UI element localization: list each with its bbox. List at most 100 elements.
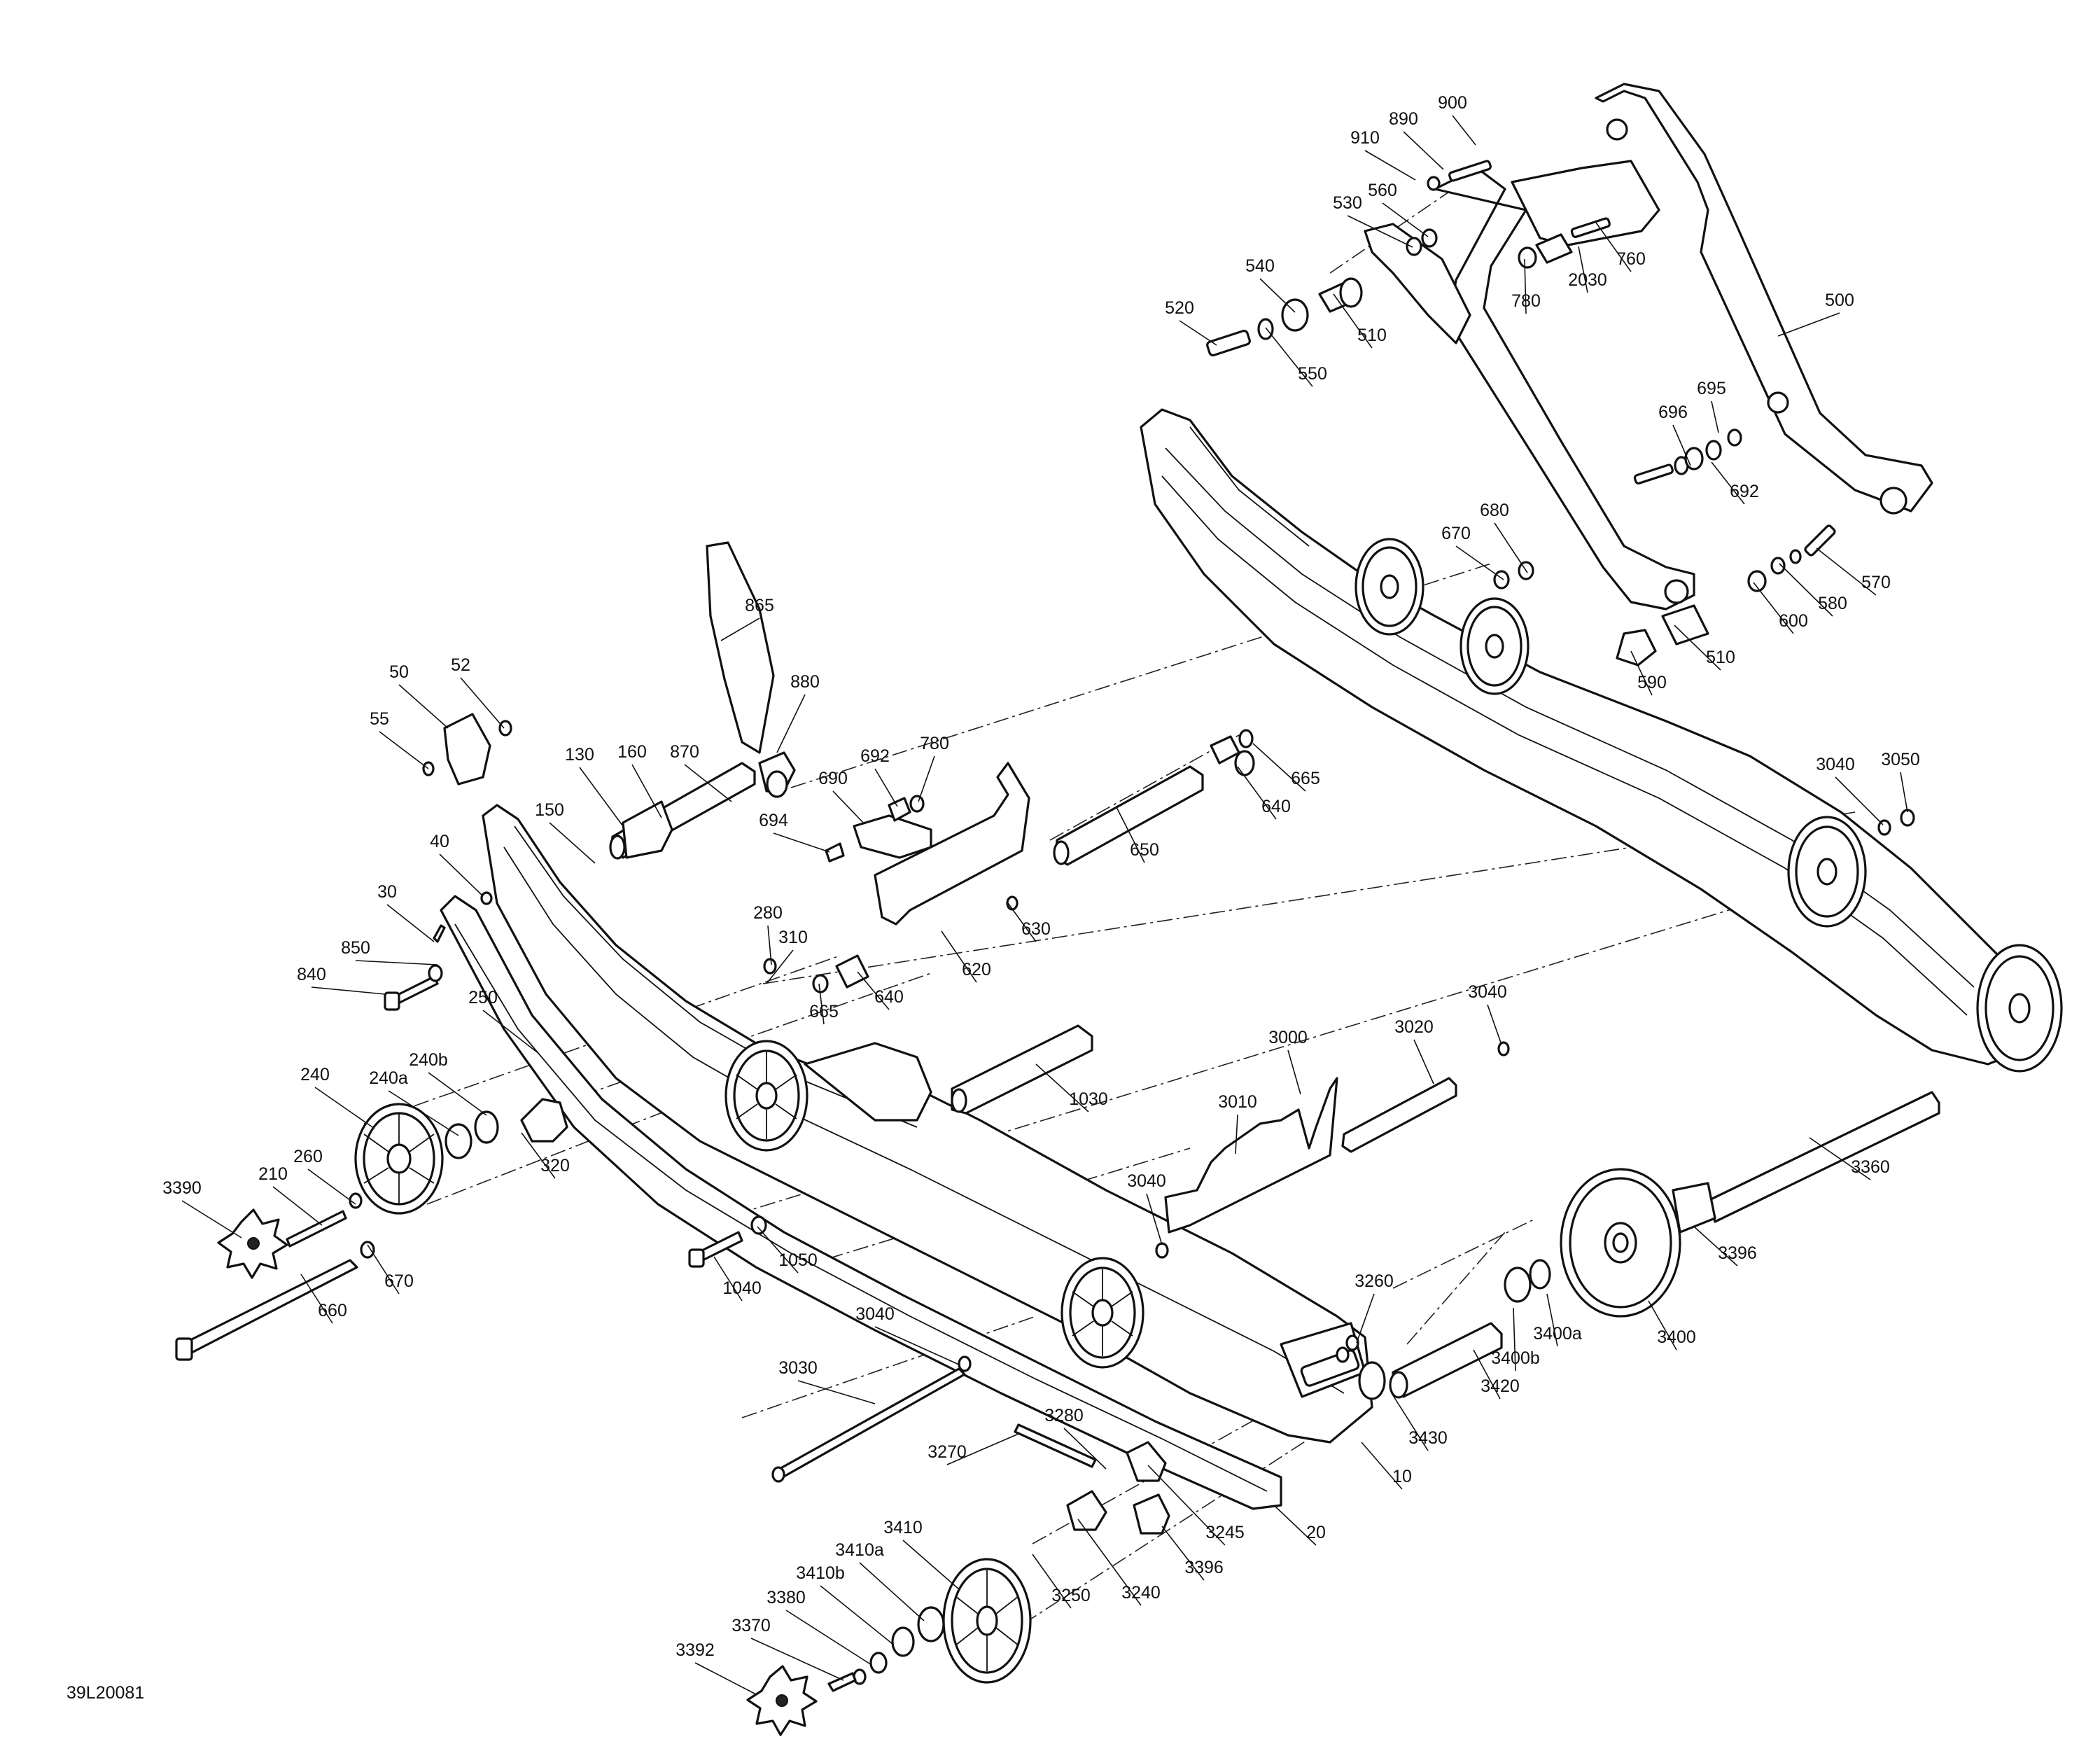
callout-c640a: 640 xyxy=(1261,797,1291,816)
callout-c580: 580 xyxy=(1818,594,1847,613)
wheel-right-1 xyxy=(1354,538,1424,636)
leader-c3410b xyxy=(820,1585,893,1645)
leader-c240a xyxy=(388,1090,459,1136)
callout-c3040c: 3040 xyxy=(1127,1171,1166,1191)
leader-c510a xyxy=(1333,293,1373,349)
leader-c510b xyxy=(1674,625,1721,671)
callout-c2030: 2030 xyxy=(1568,270,1607,290)
callout-c3400a: 3400a xyxy=(1533,1324,1582,1344)
callout-c530: 530 xyxy=(1333,193,1362,213)
callout-c540: 540 xyxy=(1245,256,1275,276)
callout-c3380: 3380 xyxy=(766,1588,806,1607)
callout-c3250: 3250 xyxy=(1051,1586,1091,1605)
leader-c500 xyxy=(1777,312,1840,337)
callout-c20: 20 xyxy=(1306,1523,1326,1542)
leader-c280 xyxy=(767,925,772,965)
leader-c3000 xyxy=(1287,1049,1301,1095)
leader-c3390 xyxy=(181,1200,242,1239)
leader-c40 xyxy=(439,853,484,897)
leader-c150 xyxy=(549,822,596,864)
wheel-3410 xyxy=(942,1558,1032,1684)
callout-c590: 590 xyxy=(1637,673,1667,692)
callout-c280: 280 xyxy=(753,903,783,923)
leader-c690 xyxy=(832,790,865,825)
leader-c580 xyxy=(1779,563,1833,617)
leader-c240b xyxy=(428,1072,487,1116)
leader-c55 xyxy=(379,731,429,769)
leader-c50 xyxy=(398,684,449,729)
callout-c52: 52 xyxy=(451,655,470,675)
callout-c600: 600 xyxy=(1779,611,1808,631)
callout-c3030: 3030 xyxy=(778,1358,818,1378)
leader-c780a xyxy=(1524,258,1527,314)
callout-c1040: 1040 xyxy=(722,1278,762,1298)
wheel-240 xyxy=(354,1103,444,1215)
callout-c3050: 3050 xyxy=(1881,750,1920,769)
callout-c780a: 780 xyxy=(1511,291,1541,311)
wheel-right-4 xyxy=(1976,944,2063,1073)
callout-c665b: 665 xyxy=(809,1002,839,1021)
callout-c250: 250 xyxy=(468,988,498,1007)
leader-c3392 xyxy=(694,1662,757,1695)
leader-c840 xyxy=(311,986,386,995)
callout-c3390: 3390 xyxy=(162,1178,202,1198)
wheel-inner-1 xyxy=(724,1040,808,1152)
callout-c240a: 240a xyxy=(369,1068,408,1088)
callout-c900: 900 xyxy=(1438,93,1467,113)
leader-c880 xyxy=(776,694,806,753)
leader-c670a xyxy=(1455,545,1504,580)
wheel-right-2 xyxy=(1460,597,1530,695)
leader-c3020 xyxy=(1413,1039,1434,1084)
upper-hardware xyxy=(1206,160,1836,667)
callout-c510a: 510 xyxy=(1357,326,1387,345)
callout-c260: 260 xyxy=(293,1147,323,1166)
callout-c865: 865 xyxy=(745,596,774,615)
leader-c3370 xyxy=(750,1638,844,1681)
leader-c1050 xyxy=(757,1226,799,1274)
callout-c1030: 1030 xyxy=(1069,1089,1108,1109)
leader-c3050 xyxy=(1900,772,1908,813)
callout-leaders xyxy=(181,115,1908,1695)
callout-c780b: 780 xyxy=(920,734,949,753)
callout-c150: 150 xyxy=(535,800,564,820)
callout-c550: 550 xyxy=(1298,364,1327,384)
callout-c760: 760 xyxy=(1616,249,1646,269)
callout-c694: 694 xyxy=(759,811,788,830)
leader-c3245 xyxy=(1147,1465,1226,1546)
star-caps xyxy=(217,1208,818,1736)
wheel-3400 xyxy=(1560,1168,1681,1318)
leader-c665a xyxy=(1252,743,1306,792)
leader-c320 xyxy=(521,1132,556,1179)
callout-c3360: 3360 xyxy=(1851,1157,1890,1177)
leader-c696 xyxy=(1672,424,1691,466)
leader-c3040a xyxy=(1487,1004,1502,1045)
leader-c3040c xyxy=(1146,1193,1163,1246)
leader-c310 xyxy=(766,949,794,984)
leader-c910 xyxy=(1364,150,1416,181)
leader-c694 xyxy=(773,832,830,853)
callout-c3410b: 3410b xyxy=(796,1563,845,1583)
callout-c160: 160 xyxy=(617,742,647,762)
callout-c510b: 510 xyxy=(1706,648,1735,667)
leader-c210 xyxy=(272,1186,323,1226)
leader-c660 xyxy=(300,1274,333,1324)
leader-c30 xyxy=(386,904,435,942)
leader-c20 xyxy=(1273,1505,1317,1546)
slide-rail xyxy=(440,895,1282,1510)
leader-c780b xyxy=(918,755,935,802)
leader-c630 xyxy=(1007,902,1037,942)
wheel-inner-2 xyxy=(1060,1257,1144,1369)
callout-c560: 560 xyxy=(1368,181,1397,200)
leader-c3040d xyxy=(874,1326,961,1366)
leader-c3400b xyxy=(1513,1307,1516,1372)
leader-c3410a xyxy=(859,1562,925,1621)
callout-c3420: 3420 xyxy=(1480,1376,1520,1396)
leader-c3010 xyxy=(1235,1114,1238,1154)
callout-c696: 696 xyxy=(1658,403,1688,422)
leader-c550 xyxy=(1265,327,1313,387)
leader-c3396b xyxy=(1161,1526,1205,1581)
callout-c3400: 3400 xyxy=(1657,1327,1696,1347)
wheel-right-3 xyxy=(1787,816,1867,928)
washers xyxy=(349,720,1915,1692)
